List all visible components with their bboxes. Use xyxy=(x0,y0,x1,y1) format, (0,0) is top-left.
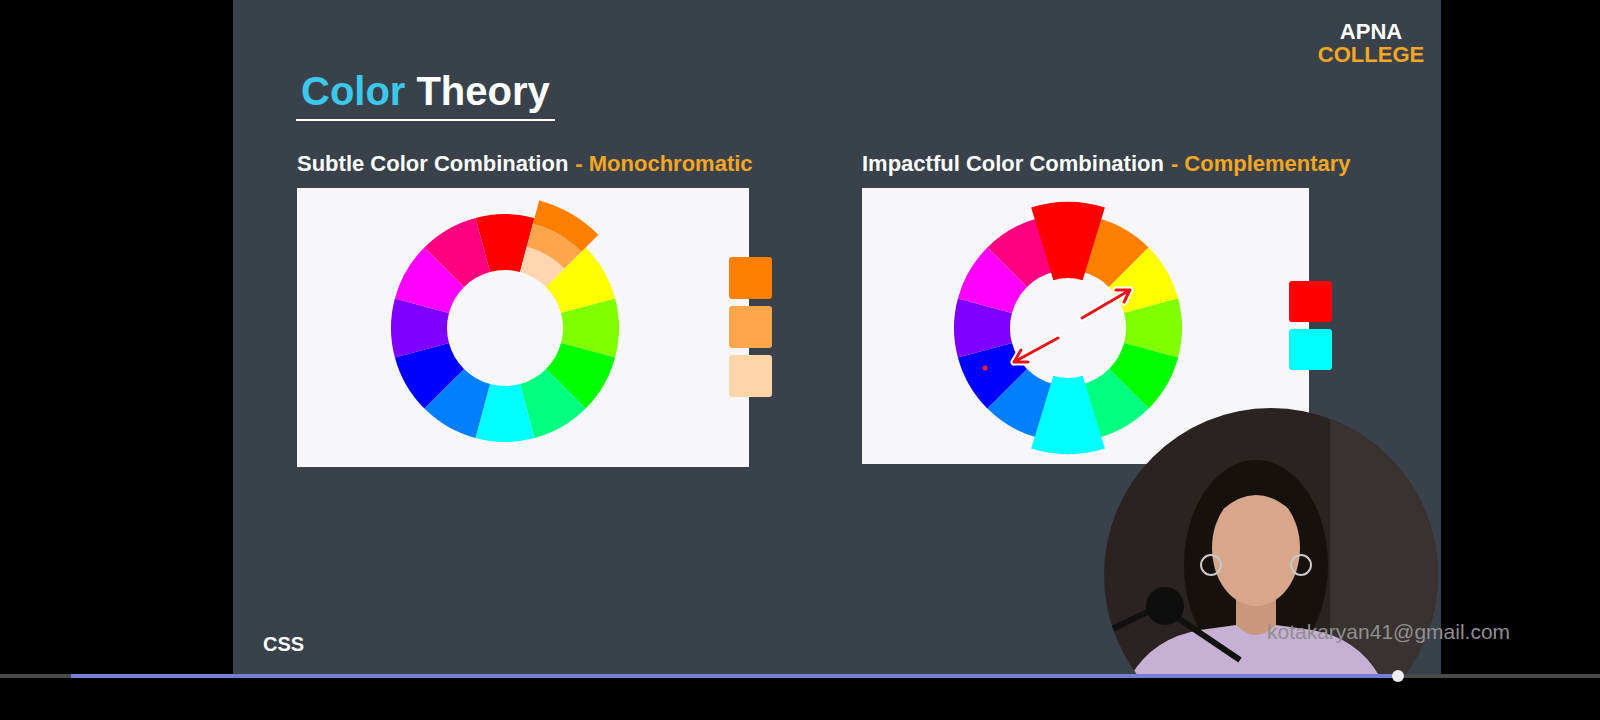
color-swatch xyxy=(1289,281,1332,322)
color-swatch xyxy=(729,306,772,348)
heading-text: Impactful Color Combination xyxy=(862,151,1164,176)
color-wheels xyxy=(391,200,1182,454)
heading-text: Subtle Color Combination xyxy=(297,151,568,176)
highlight-segment xyxy=(1031,202,1105,280)
color-swatch xyxy=(729,257,772,299)
wheel-segment xyxy=(424,218,490,287)
title-word: Theory xyxy=(416,68,549,114)
color-swatch xyxy=(1289,329,1332,370)
color-panel: Subtle Color Combination- Monochromatic xyxy=(297,188,749,467)
logo-text: APNA xyxy=(1340,19,1402,44)
title-word: Color xyxy=(301,68,405,114)
progress-knob xyxy=(1392,670,1404,682)
swatches xyxy=(729,257,1332,397)
color-wheel xyxy=(954,202,1182,454)
panel-background xyxy=(297,188,749,467)
highlight-segment xyxy=(1031,376,1105,454)
title-underline xyxy=(296,119,555,121)
complement-arrows xyxy=(983,290,1131,371)
slide-background xyxy=(233,0,1441,676)
section-tag: CSS xyxy=(263,633,304,656)
heading-accent: - Monochromatic xyxy=(575,151,752,176)
progress-bar xyxy=(71,674,1398,678)
logo-text: COLLEGE xyxy=(1318,42,1424,67)
heading-accent: - Complementary xyxy=(1171,151,1351,176)
progress-track xyxy=(0,674,1600,678)
color-panel: Impactful Color Combination- Complementa… xyxy=(862,188,1309,464)
panel-heading: Subtle Color Combination - Monochromatic xyxy=(297,150,753,178)
color-wheel xyxy=(391,200,619,442)
color-swatch xyxy=(729,355,772,397)
highlight-segment xyxy=(533,200,598,251)
watermark: kotakaryan41@gmail.com xyxy=(1267,620,1510,644)
panel-heading: Impactful Color Combination - Complementa… xyxy=(862,150,1351,178)
